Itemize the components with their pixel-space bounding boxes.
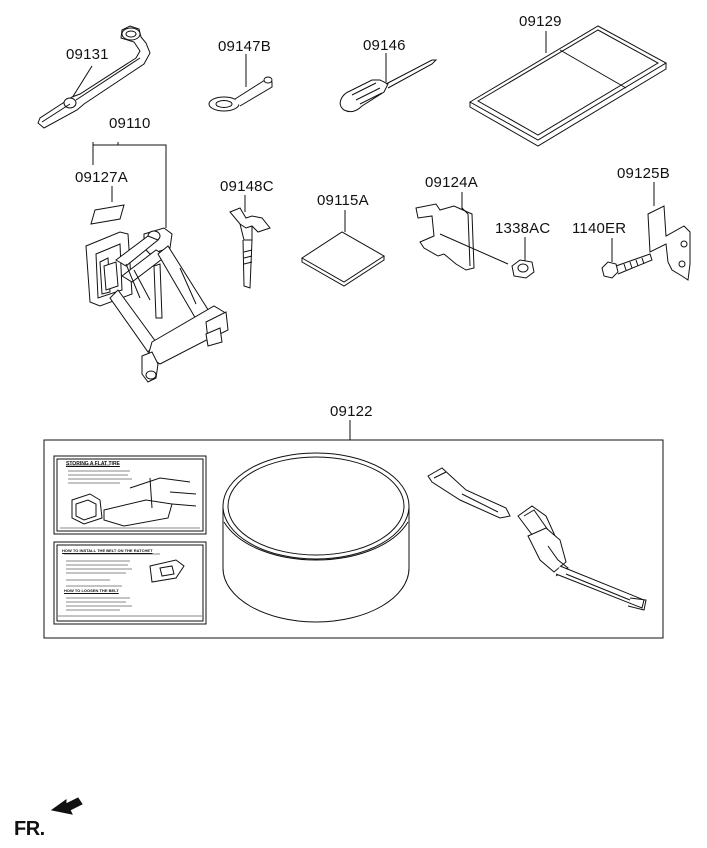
part-label-09122: 09122 [330, 403, 373, 420]
pad-part [301, 210, 385, 287]
jack-label-sticker [90, 186, 125, 225]
bracket-part [415, 192, 509, 271]
instruction-sheet-install [53, 541, 207, 625]
wing-bolt-part [229, 195, 271, 289]
tool-tray-part [468, 25, 668, 147]
instruction-sheet-storing [53, 455, 207, 535]
part-label-1338ac: 1338AC [495, 220, 551, 237]
nut-part [511, 237, 535, 279]
jack-leader [92, 142, 167, 228]
part-label-1140er: 1140ER [572, 220, 627, 237]
screwdriver-part [339, 53, 438, 113]
ratchet-strap-part [517, 505, 647, 611]
sheet-2-subtitle: HOW TO LOOSEN THE BELT [64, 588, 119, 593]
front-orientation-label: FR. [14, 818, 45, 840]
part-label-09129: 09129 [519, 13, 562, 30]
bolt-part [601, 238, 653, 279]
sheet-1-title: STORING A FLAT TIRE [66, 461, 120, 467]
side-bracket-part [647, 182, 691, 281]
scissor-jack-part [85, 227, 229, 383]
lug-wrench-part [37, 25, 151, 129]
kit-frame [43, 420, 664, 639]
part-label-09148c: 09148C [220, 178, 274, 195]
tow-hook-part [208, 54, 273, 112]
tire-band-part [222, 452, 410, 623]
strap-piece-part [427, 467, 511, 519]
part-label-09115a: 09115A [317, 192, 369, 209]
part-label-09110: 09110 [109, 115, 151, 132]
sheet-2-title: HOW TO INSTALL THE BELT ON THE RATCHET [62, 548, 153, 553]
part-label-09147b: 09147B [218, 38, 271, 55]
front-arrow-icon [50, 797, 83, 815]
part-label-09131: 09131 [66, 46, 109, 63]
part-label-09146: 09146 [363, 37, 406, 54]
part-label-09127a: 09127A [75, 169, 128, 186]
part-label-09124a: 09124A [425, 174, 478, 191]
part-label-09125b: 09125B [617, 165, 670, 182]
